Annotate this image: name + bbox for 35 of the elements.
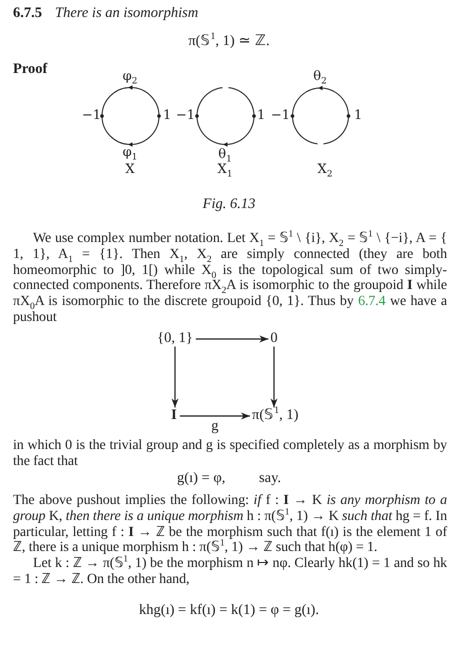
diagram-object: π(𝕊$^{1}$, 1) [252, 406, 298, 424]
diagram-object: {0, 1} [157, 330, 193, 346]
theorem-statement: There is an isomorphism [55, 5, 198, 22]
paragraph: in which 0 is the trivial group and g is specified completely as a morphism by the fact that [13, 438, 447, 470]
diagram-object: 0 [270, 330, 278, 346]
path-label: φ$_{2}$ [122, 68, 138, 85]
paragraph: Let k : ℤ → π(𝕊$^{1}$, 1) be the morphism n ↦ nφ. Clearly hk(1) = 1 and so hk = 1 : ℤ → ℤ. On the other hand, [13, 556, 447, 588]
formula: khg(ı) = kf(ı) = k(1) = φ = g(ı). [139, 602, 319, 619]
path-label: φ$_{1}$ [122, 144, 138, 161]
edge-label: g [211, 418, 219, 435]
arrow [196, 336, 268, 342]
paragraph: We use complex number notation. Let X$_{1}$ = 𝕊$^{1}$ \ {i}, X$_{2}$ = 𝕊$^{1}$ \ {−i}, A = { 1, 1}, A$_{1}$ = {1}. Then X$_{1}$, X$_{2}$ are simply connected (they are both homeomorphic to ]0, 1[) while X$_{0}$ is the topological sum of two simply-connected components. Therefore πX$_{2}$A is isomorphic to the groupoid I while πX$_{0}$A is isomorphic to the discrete groupoid {0, 1}. Thus by 6.7.4 we have a pushout [13, 231, 447, 326]
point-label: −1 [176, 107, 195, 124]
proof-heading: Proof [13, 61, 48, 78]
space-label: X$_{2}$ [318, 161, 332, 178]
formula: π(𝕊$^{1}$, 1) ≃ ℤ. [188, 33, 270, 50]
formula: g(ı) = φ, [177, 470, 226, 487]
paragraph: The above pushout implies the following: if f : I → K is any morphism to a group K, then there is a unique morphism h : π(𝕊$^{1}$, 1) → K such that hg = f. In particular, letting f : I → ℤ be the morphism such that f(ı) is the element 1 of ℤ, there is a unique morphism h : π(𝕊$^{1}$, 1) → ℤ such that h(φ) = 1. [13, 493, 447, 556]
cross-reference-link: 6.7.4 [358, 294, 386, 310]
path-label: θ$_{2}$ [313, 68, 327, 85]
arrow [180, 412, 250, 420]
point-label: −1 [270, 107, 290, 124]
point-label: −1 [82, 107, 101, 124]
section-number: 6.7.5 [13, 5, 42, 22]
space-label: X$_{1}$ [218, 162, 232, 178]
arrow [172, 346, 178, 408]
diagram-object: I [171, 406, 177, 424]
point-label: 1 [257, 107, 266, 124]
point-label: 1 [163, 107, 172, 124]
space-label: X [125, 161, 135, 178]
arrow [270, 346, 278, 408]
remark: say. [259, 470, 282, 487]
figure-caption: Fig. 6.13 [202, 196, 256, 213]
point-label: 1 [354, 107, 362, 124]
path-label: θ$_{1}$ [218, 146, 232, 163]
